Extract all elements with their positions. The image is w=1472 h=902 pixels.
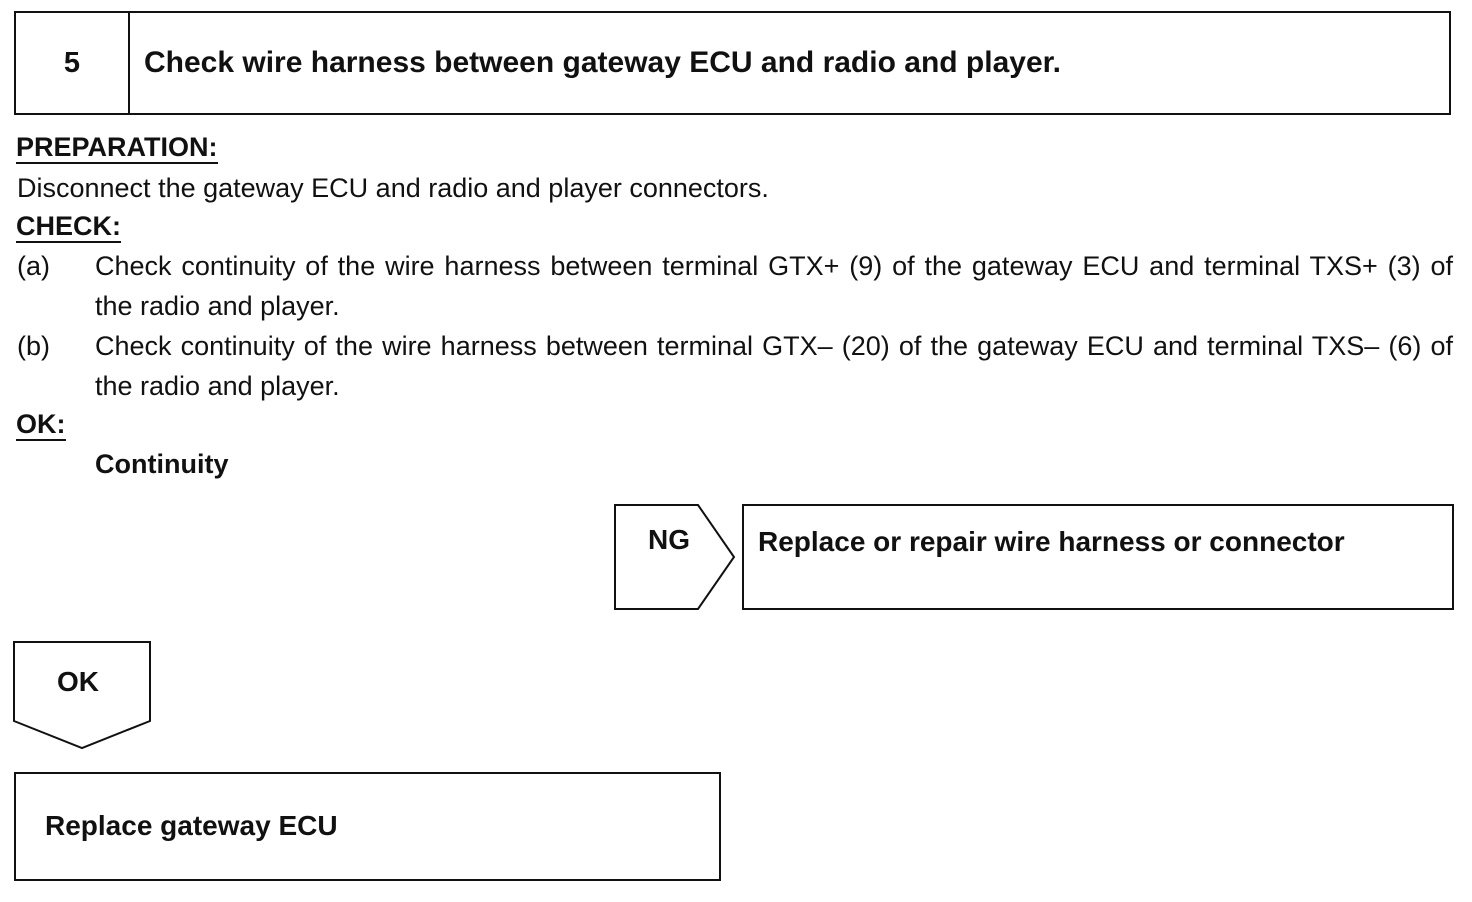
check-item-a-mark: (a)	[17, 251, 50, 281]
step-title: Check wire harness between gateway ECU a…	[144, 46, 1061, 79]
ok-action-box: Replace gateway ECU	[14, 772, 721, 881]
ok-value: Continuity	[95, 449, 229, 479]
ng-tag: NG	[648, 524, 690, 555]
check-item-b-text: Check continuity of the wire harness bet…	[95, 331, 1453, 401]
check-heading: CHECK:	[16, 210, 121, 243]
ng-action-text: Replace or repair wire harness or connec…	[758, 526, 1345, 557]
ok-heading: OK:	[16, 408, 66, 441]
preparation-text: Disconnect the gateway ECU and radio and…	[17, 173, 769, 203]
ok-tag: OK	[57, 666, 99, 697]
ng-action-box: Replace or repair wire harness or connec…	[742, 504, 1454, 610]
ok-heading-text: OK:	[16, 409, 66, 441]
preparation-heading-text: PREPARATION:	[16, 132, 218, 164]
step-header: 5 Check wire harness between gateway ECU…	[14, 11, 1451, 115]
ng-arrow-shape	[614, 504, 736, 610]
check-item-b-mark: (b)	[17, 331, 50, 361]
check-heading-text: CHECK:	[16, 211, 121, 243]
ok-arrow-shape	[13, 641, 151, 750]
ok-action-text: Replace gateway ECU	[45, 810, 338, 841]
step-number: 5	[16, 13, 130, 113]
check-item-a-text: Check continuity of the wire harness bet…	[95, 251, 1453, 321]
preparation-heading: PREPARATION:	[16, 131, 218, 164]
